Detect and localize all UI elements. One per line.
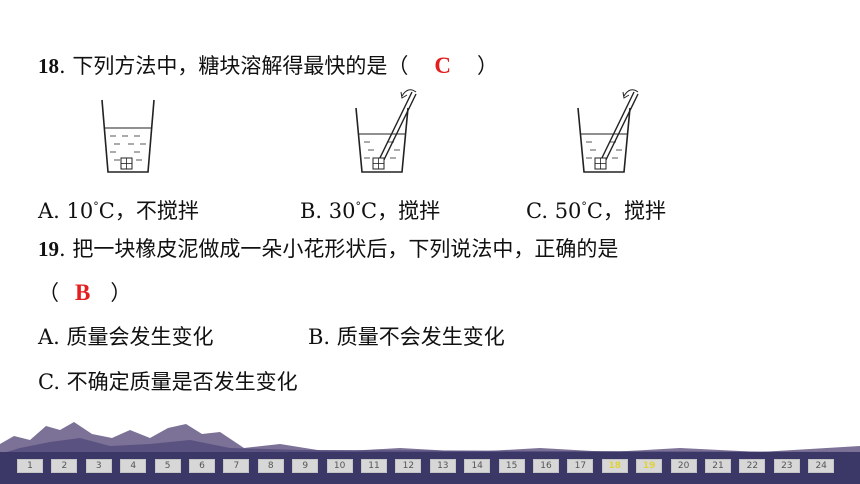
bracket-close: ） [110, 281, 132, 305]
page-button-9[interactable]: 9 [292, 459, 319, 473]
option-a: A. 10°C，不搅拌 [38, 199, 199, 223]
page-button-1[interactable]: 1 [17, 459, 43, 473]
page-button-24[interactable]: 24 [808, 459, 835, 473]
page-button-12[interactable]: 12 [395, 459, 422, 473]
page-button-7[interactable]: 7 [223, 459, 250, 473]
page-button-10[interactable]: 10 [326, 459, 353, 473]
option-a: A. 质量会发生变化 [38, 325, 214, 349]
page-button-23[interactable]: 23 [773, 459, 800, 473]
page-button-20[interactable]: 20 [670, 459, 697, 473]
page-button-4[interactable]: 4 [120, 459, 147, 473]
page-button-17[interactable]: 17 [567, 459, 594, 473]
page-button-13[interactable]: 13 [429, 459, 456, 473]
option-b: B. 30°C，搅拌 [300, 199, 441, 223]
option-c: C. 50°C，搅拌 [526, 199, 666, 223]
page-button-11[interactable]: 11 [361, 459, 387, 473]
beaker-stir-illustration-c [577, 89, 639, 173]
option-b: B. 质量不会发生变化 [308, 325, 505, 349]
bracket-open: （ [38, 281, 59, 305]
beaker-no-stir-illustration [101, 99, 155, 173]
question-number: 18 [38, 54, 59, 78]
question-19-answer-line: （ B ） [38, 279, 131, 307]
page-button-2[interactable]: 2 [51, 459, 78, 473]
page-button-14[interactable]: 14 [464, 459, 491, 473]
page-button-21[interactable]: 21 [705, 459, 731, 473]
beaker-stir-illustration-b [355, 89, 417, 173]
answer-mark: C [434, 53, 451, 78]
page-button-6[interactable]: 6 [189, 459, 215, 473]
question-18-stem: 18. 下列方法中，糖块溶解得最快的是（ C ） [38, 52, 498, 80]
question-text: . 下列方法中，糖块溶解得最快的是（ [59, 54, 409, 78]
page-button-15[interactable]: 15 [498, 459, 525, 473]
bracket-close: ） [476, 54, 498, 78]
page-button-8[interactable]: 8 [257, 459, 284, 473]
page-button-19[interactable]: 19 [636, 459, 663, 473]
page-button-5[interactable]: 5 [154, 459, 181, 473]
question-19-stem: 19. 把一块橡皮泥做成一朵小花形状后，下列说法中，正确的是 [38, 235, 618, 263]
page-button-18[interactable]: 18 [601, 459, 628, 473]
page-button-22[interactable]: 22 [739, 459, 766, 473]
page-button-16[interactable]: 16 [533, 459, 559, 473]
question-number: 19 [38, 237, 59, 261]
page-button-3[interactable]: 3 [85, 459, 112, 473]
option-c: C. 不确定质量是否发生变化 [38, 370, 298, 394]
question-text: . 把一块橡皮泥做成一朵小花形状后，下列说法中，正确的是 [59, 237, 619, 261]
answer-mark: B [75, 280, 91, 305]
